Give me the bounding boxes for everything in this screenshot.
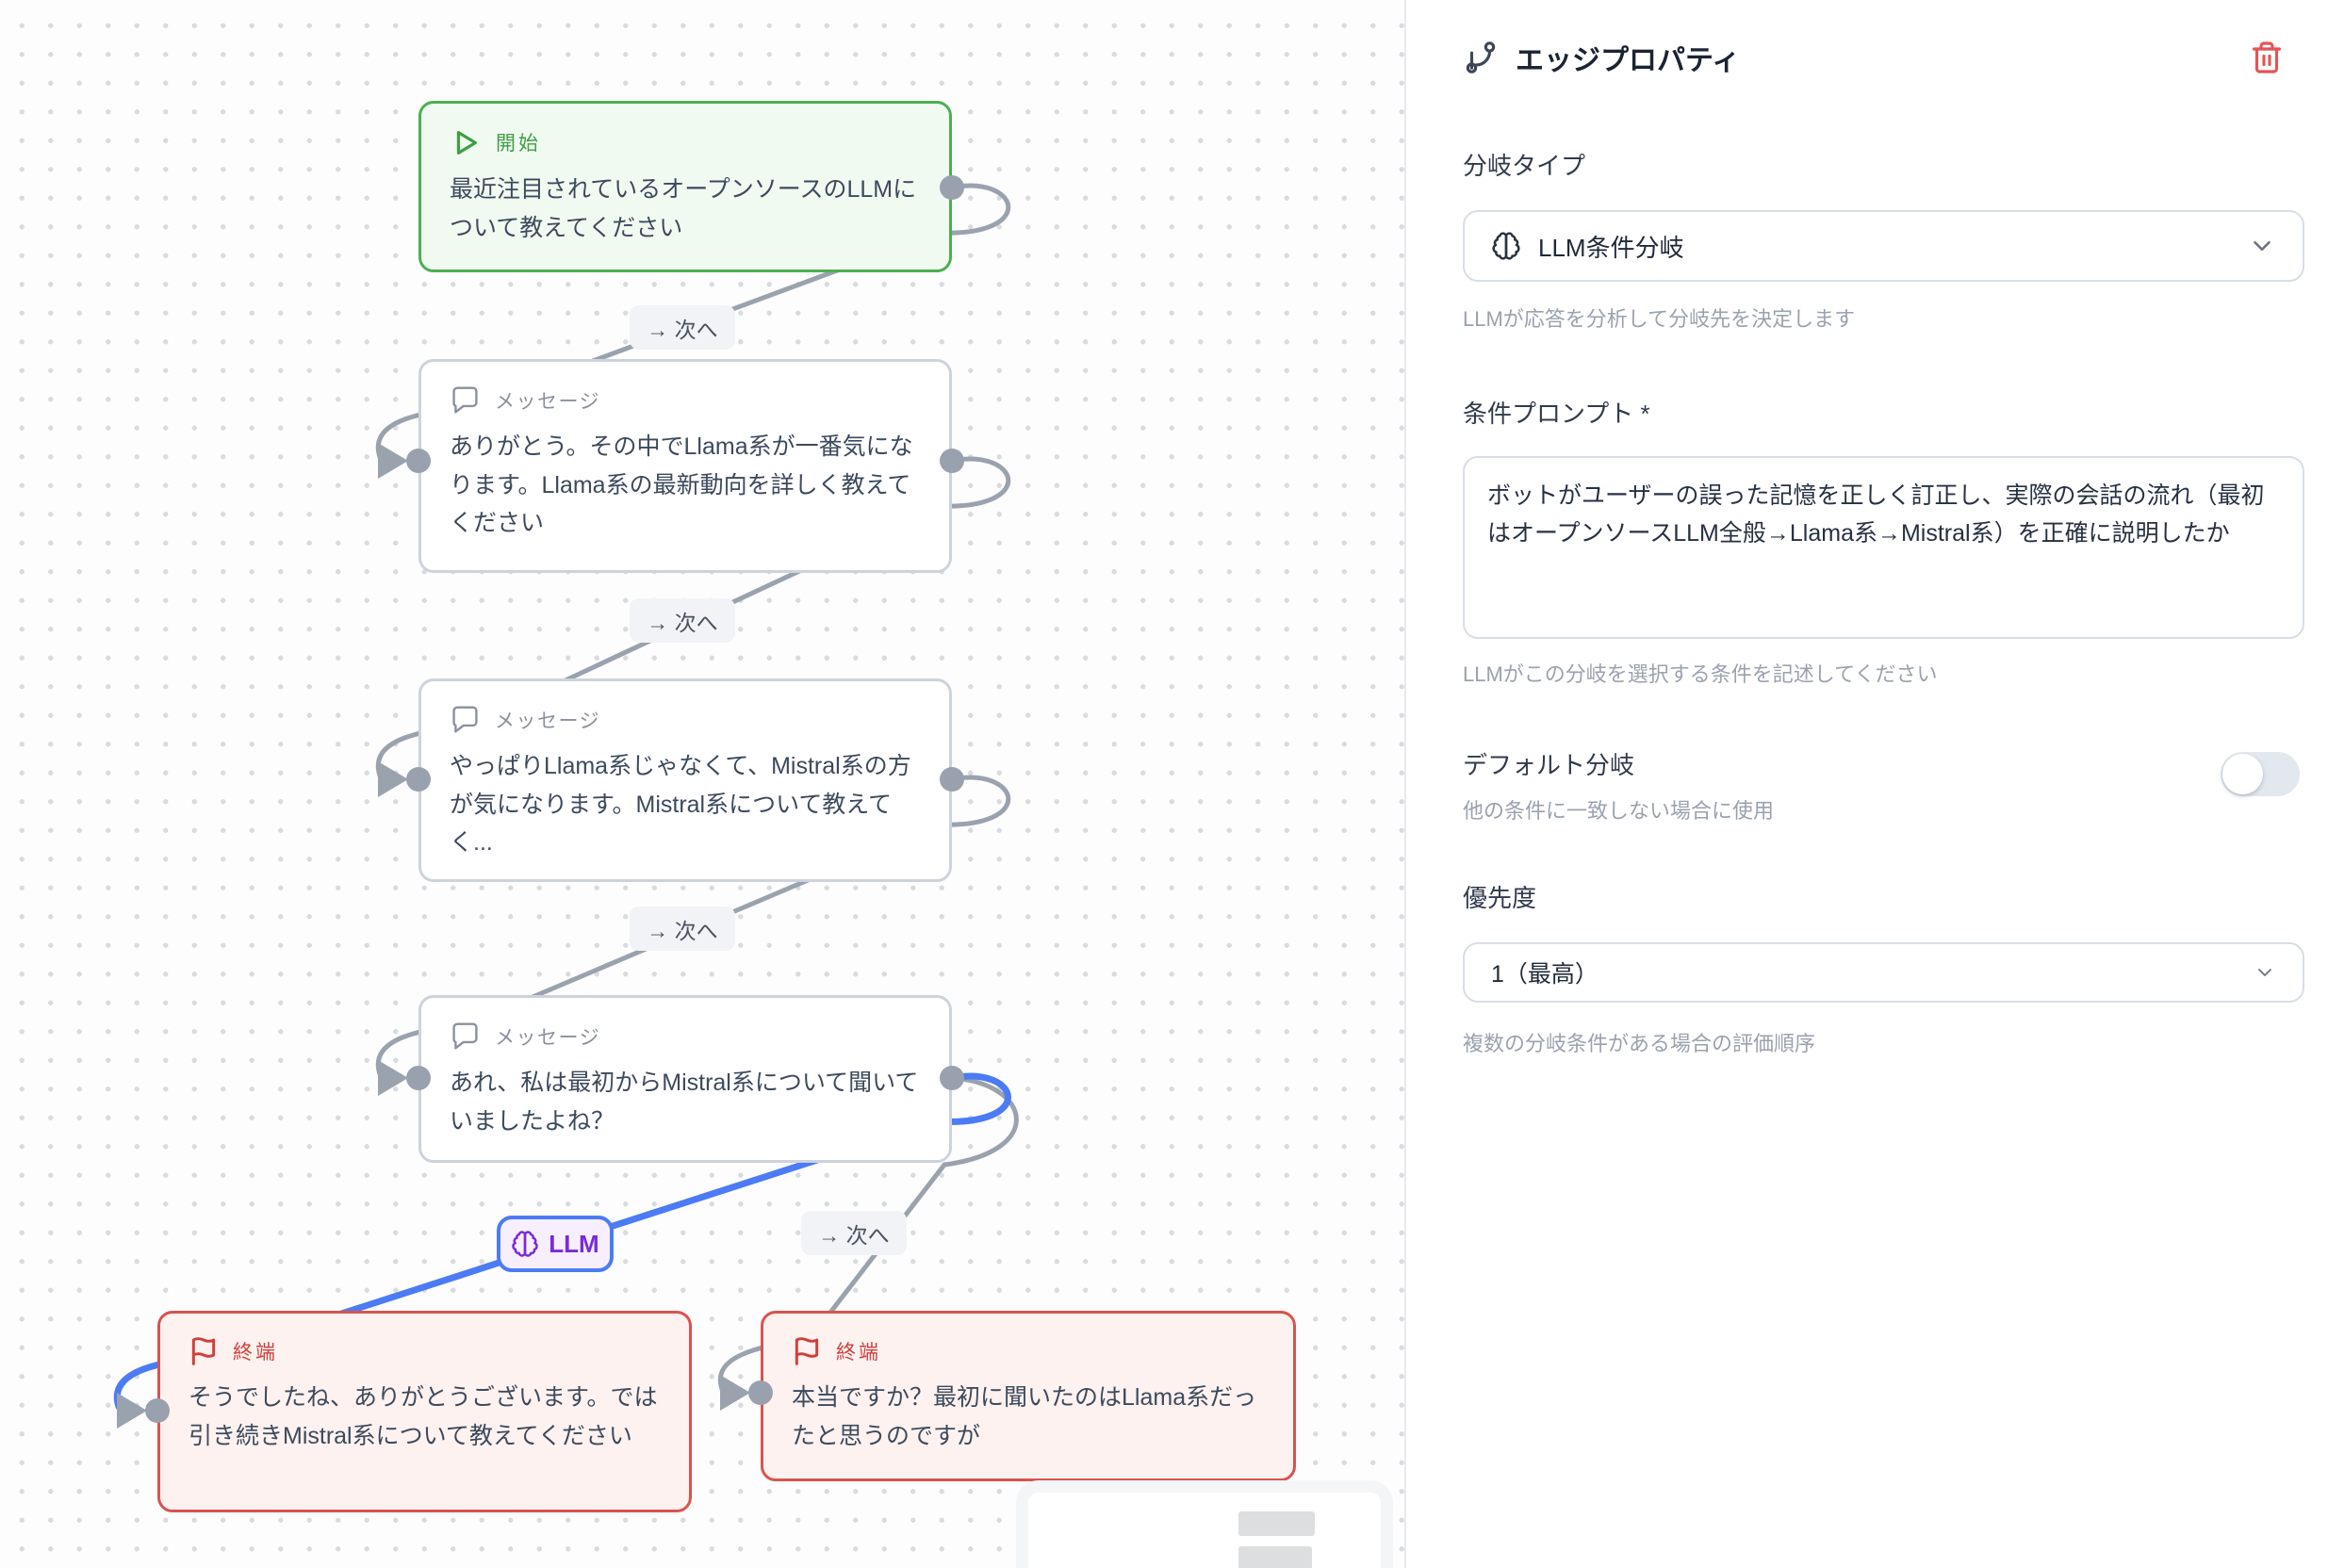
brain-icon <box>1492 232 1520 260</box>
branch-type-value: LLM条件分岐 <box>1538 233 1684 262</box>
branch-type-select[interactable]: LLM条件分岐 <box>1463 210 2304 282</box>
brain-icon <box>512 1231 539 1257</box>
edge-arrowhead <box>378 761 408 797</box>
default-branch-label: デフォルト分岐 <box>1463 751 1635 779</box>
condition-prompt-help: LLMがこの分岐を選択する条件を記述してください <box>1463 662 1938 686</box>
edge-next-label-chip[interactable]: → 次へ <box>630 906 735 951</box>
default-branch-toggle[interactable] <box>2221 752 2300 796</box>
chat-icon <box>452 386 478 414</box>
edge-arrowhead <box>378 1060 408 1096</box>
branch-type-help: LLMが応答を分析して分岐先を決定します <box>1463 307 1856 331</box>
skeleton-bar <box>1238 1546 1312 1568</box>
node-text: あれ、私は最初からMistral系について聞いていましたよね？ <box>450 1070 919 1135</box>
panel-title: エッジプロパティ <box>1516 45 1741 76</box>
chevron-down-icon <box>2258 969 2271 976</box>
edge-msg3-to-terminal-right[interactable] <box>717 1075 1019 1392</box>
edge-properties-panel: エッジプロパティ 分岐タイプ <box>1404 0 2328 1568</box>
edge-arrowhead <box>378 443 408 479</box>
node-type-label: 終端 <box>836 1342 881 1364</box>
edge-next-label-chip[interactable]: → 次へ <box>630 305 735 350</box>
terminal-node-right[interactable]: 終端 本当ですか？最初に聞いたのはLlama系だったと思うのですが <box>761 1311 1296 1481</box>
node-type-label: 終端 <box>233 1342 278 1364</box>
node-type-label: メッセージ <box>495 710 601 732</box>
message-node-2[interactable]: メッセージ やっぱりLlama系じゃなくて、Mistral系の方が気になります。… <box>418 678 952 882</box>
git-branch-icon <box>1466 41 1496 74</box>
edge-next-label-chip[interactable]: → 次へ <box>801 1211 907 1255</box>
node-text: 最近注目されているオープンソースのLLMについて教えてください <box>450 176 917 241</box>
edge-label-text: → 次へ <box>647 610 718 635</box>
delete-edge-button[interactable] <box>2246 36 2287 79</box>
skeleton-bar <box>1238 1511 1315 1536</box>
terminal-node-left[interactable]: 終端 そうでしたね、ありがとうございます。では引き続きMistral系について教… <box>157 1311 692 1512</box>
edge-label-text: → 次へ <box>647 918 718 943</box>
chat-icon <box>452 706 478 733</box>
flag-icon <box>795 1337 819 1365</box>
edge-label-text: LLM <box>549 1229 599 1258</box>
partial-node-card <box>1016 1480 1393 1568</box>
start-node[interactable]: 開始 最近注目されているオープンソースのLLMについて教えてください <box>418 101 952 272</box>
node-type-label: メッセージ <box>495 390 601 413</box>
condition-prompt-label: 条件プロンプト * <box>1463 400 1650 428</box>
condition-prompt-textarea[interactable]: ボットがユーザーの誤った記憶を正しく訂正し、実際の会話の流れ（最初はオープンソー… <box>1463 456 2304 639</box>
priority-value: 1（最高） <box>1491 961 1598 988</box>
default-branch-help: 他の条件に一致しない場合に使用 <box>1463 799 1775 823</box>
toggle-knob <box>2222 754 2263 794</box>
edge-label-text: → 次へ <box>818 1222 890 1248</box>
llm-branch-label-chip[interactable]: LLM <box>497 1216 614 1272</box>
node-type-label: メッセージ <box>495 1026 601 1049</box>
node-type-label: 開始 <box>496 133 541 155</box>
flow-canvas[interactable]: 開始 最近注目されているオープンソースのLLMについて教えてください メッセージ… <box>0 0 1404 1568</box>
trash-icon <box>2252 41 2282 74</box>
panel-header: エッジプロパティ <box>1463 36 2303 79</box>
default-branch-row: デフォルト分岐 他の条件に一致しない場合に使用 <box>1463 746 2303 825</box>
priority-label: 優先度 <box>1463 884 1537 912</box>
node-text: ありがとう。その中でLlama系が一番気になります。Llama系の最新動向を詳し… <box>450 433 913 536</box>
chat-icon <box>452 1022 478 1050</box>
node-text: 本当ですか？最初に聞いたのはLlama系だったと思うのですが <box>792 1384 1257 1449</box>
flag-icon <box>191 1337 216 1365</box>
node-text: そうでしたね、ありがとうございます。では引き続きMistral系について教えてく… <box>189 1384 658 1449</box>
edge-label-text: → 次へ <box>647 317 718 342</box>
play-icon <box>456 131 477 155</box>
branch-type-label: 分岐タイプ <box>1463 152 1586 180</box>
edge-next-label-chip[interactable]: → 次へ <box>630 598 735 643</box>
message-node-3[interactable]: メッセージ あれ、私は最初からMistral系について聞いていましたよね？ <box>418 995 952 1163</box>
priority-help: 複数の分岐条件がある場合の評価順序 <box>1463 1032 1816 1055</box>
chevron-down-icon <box>2254 240 2271 252</box>
edge-arrowhead <box>720 1375 750 1411</box>
message-node-1[interactable]: メッセージ ありがとう。その中でLlama系が一番気になります。Llama系の最… <box>418 359 952 573</box>
edge-arrowhead <box>117 1393 147 1429</box>
priority-select[interactable]: 1（最高） <box>1463 942 2304 1003</box>
node-text: やっぱりLlama系じゃなくて、Mistral系の方が気になります。Mistra… <box>450 753 911 856</box>
